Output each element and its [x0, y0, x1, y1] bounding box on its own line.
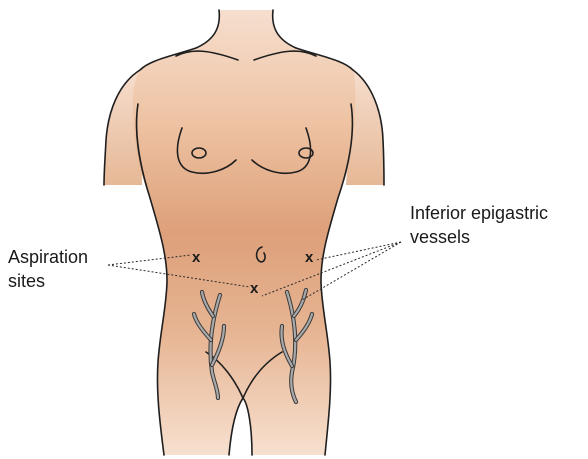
aspiration-mark-left: x [192, 249, 201, 266]
vessels-label-line1: Inferior epigastric [410, 203, 548, 223]
vessels-label-line2: vessels [410, 227, 470, 247]
aspiration-label-line1: Aspiration [8, 247, 88, 267]
aspiration-label-line2: sites [8, 271, 45, 291]
leader-vessels-to-right-x [316, 242, 401, 260]
aspiration-mark-center: x [250, 280, 259, 297]
body-silhouette [133, 10, 356, 455]
aspiration-mark-right: x [305, 249, 314, 266]
